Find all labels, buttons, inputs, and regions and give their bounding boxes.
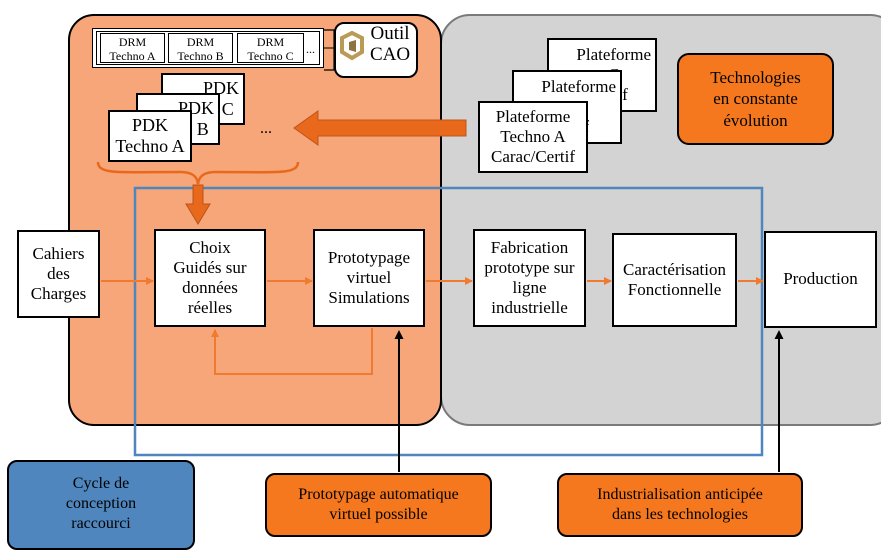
choix-guides-box: Choix Guidés sur données réelles xyxy=(154,229,266,327)
caracterisation-box: Caractérisation Fonctionnelle xyxy=(612,233,737,327)
fabrication-box: Fabrication prototype sur ligne industri… xyxy=(473,229,586,327)
prototypage-virtuel-box: Prototypage virtuel Simulations xyxy=(313,229,425,327)
drm-ellipsis: ... xyxy=(306,42,315,56)
tech-evolution-note: Technologies en constante évolution xyxy=(677,53,834,145)
industrialisation-note: Industrialisation anticipée dans les tec… xyxy=(557,473,803,537)
pdk-techno-a: PDK Techno A xyxy=(108,110,192,162)
platform-techno-a: Plateforme Techno A Carac/Certif xyxy=(478,101,588,173)
drm-techno-b: DRM Techno B xyxy=(168,33,233,63)
drm-techno-c: DRM Techno C xyxy=(237,33,304,63)
production-box: Production xyxy=(764,231,877,328)
cycle-conception-note: Cycle de conception raccourci xyxy=(7,460,195,550)
prototypage-auto-note: Prototypage automatique virtuel possible xyxy=(265,473,492,537)
cahiers-des-charges-box: Cahiers des Charges xyxy=(17,230,100,318)
pdk-ellipsis: ... xyxy=(260,120,272,137)
cad-tool-label: Outil CAO xyxy=(369,23,411,65)
drm-techno-a: DRM Techno A xyxy=(100,33,165,63)
